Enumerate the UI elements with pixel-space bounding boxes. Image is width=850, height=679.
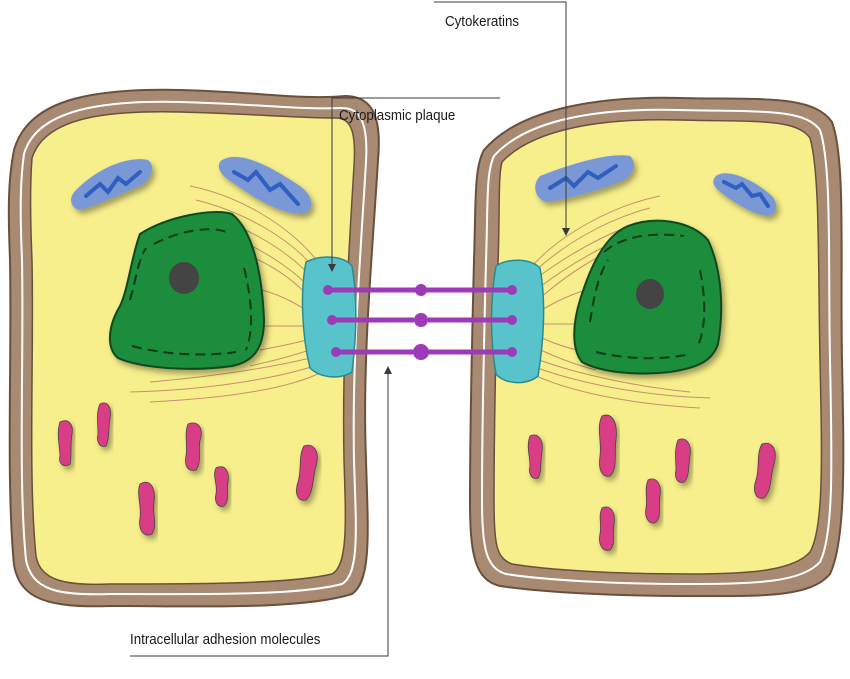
cytokeratins-label: Cytokeratins	[445, 12, 519, 29]
adhesion-molecule-1	[323, 284, 517, 296]
adhesion-molecules	[323, 284, 517, 360]
right-mitochondrion-2	[713, 173, 777, 216]
right-cell-membrane	[480, 108, 833, 586]
cytokeratins-arrowhead	[562, 228, 570, 236]
left-cell-membrane	[19, 100, 368, 596]
left-mitochondrion-1	[71, 159, 153, 210]
right-mitochondrion-1	[535, 155, 635, 202]
adhesion-molecule-3	[331, 344, 517, 360]
left-nucleolus	[169, 262, 199, 294]
left-nucleus	[109, 211, 266, 370]
adhesion-molecules-leader-line	[130, 372, 389, 657]
left-organelles	[57, 402, 318, 536]
left-cell	[7, 88, 380, 608]
label-cytokeratins: Cytokeratins	[434, 1, 570, 236]
right-nucleolus	[636, 279, 664, 309]
label-cytoplasmic-plaque: Cytoplasmic plaque	[328, 97, 500, 272]
cytoplasmic-plaque-leader-line	[331, 97, 500, 268]
right-nucleus	[573, 219, 723, 375]
cytoplasmic-plaque-arrowhead	[328, 264, 336, 272]
adhesion-molecule-2	[327, 313, 517, 327]
adhesion-molecules-arrowhead	[384, 366, 392, 374]
cytoplasmic-plaque-label: Cytoplasmic plaque	[339, 106, 456, 123]
right-cell	[468, 96, 845, 598]
label-adhesion-molecules: Intracellular adhesion molecules	[130, 366, 392, 657]
adhesion-molecules-label: Intracellular adhesion molecules	[130, 630, 320, 647]
right-organelles	[527, 414, 776, 551]
left-mitochondrion-2	[218, 156, 312, 214]
cytokeratins-leader-line	[434, 1, 567, 232]
